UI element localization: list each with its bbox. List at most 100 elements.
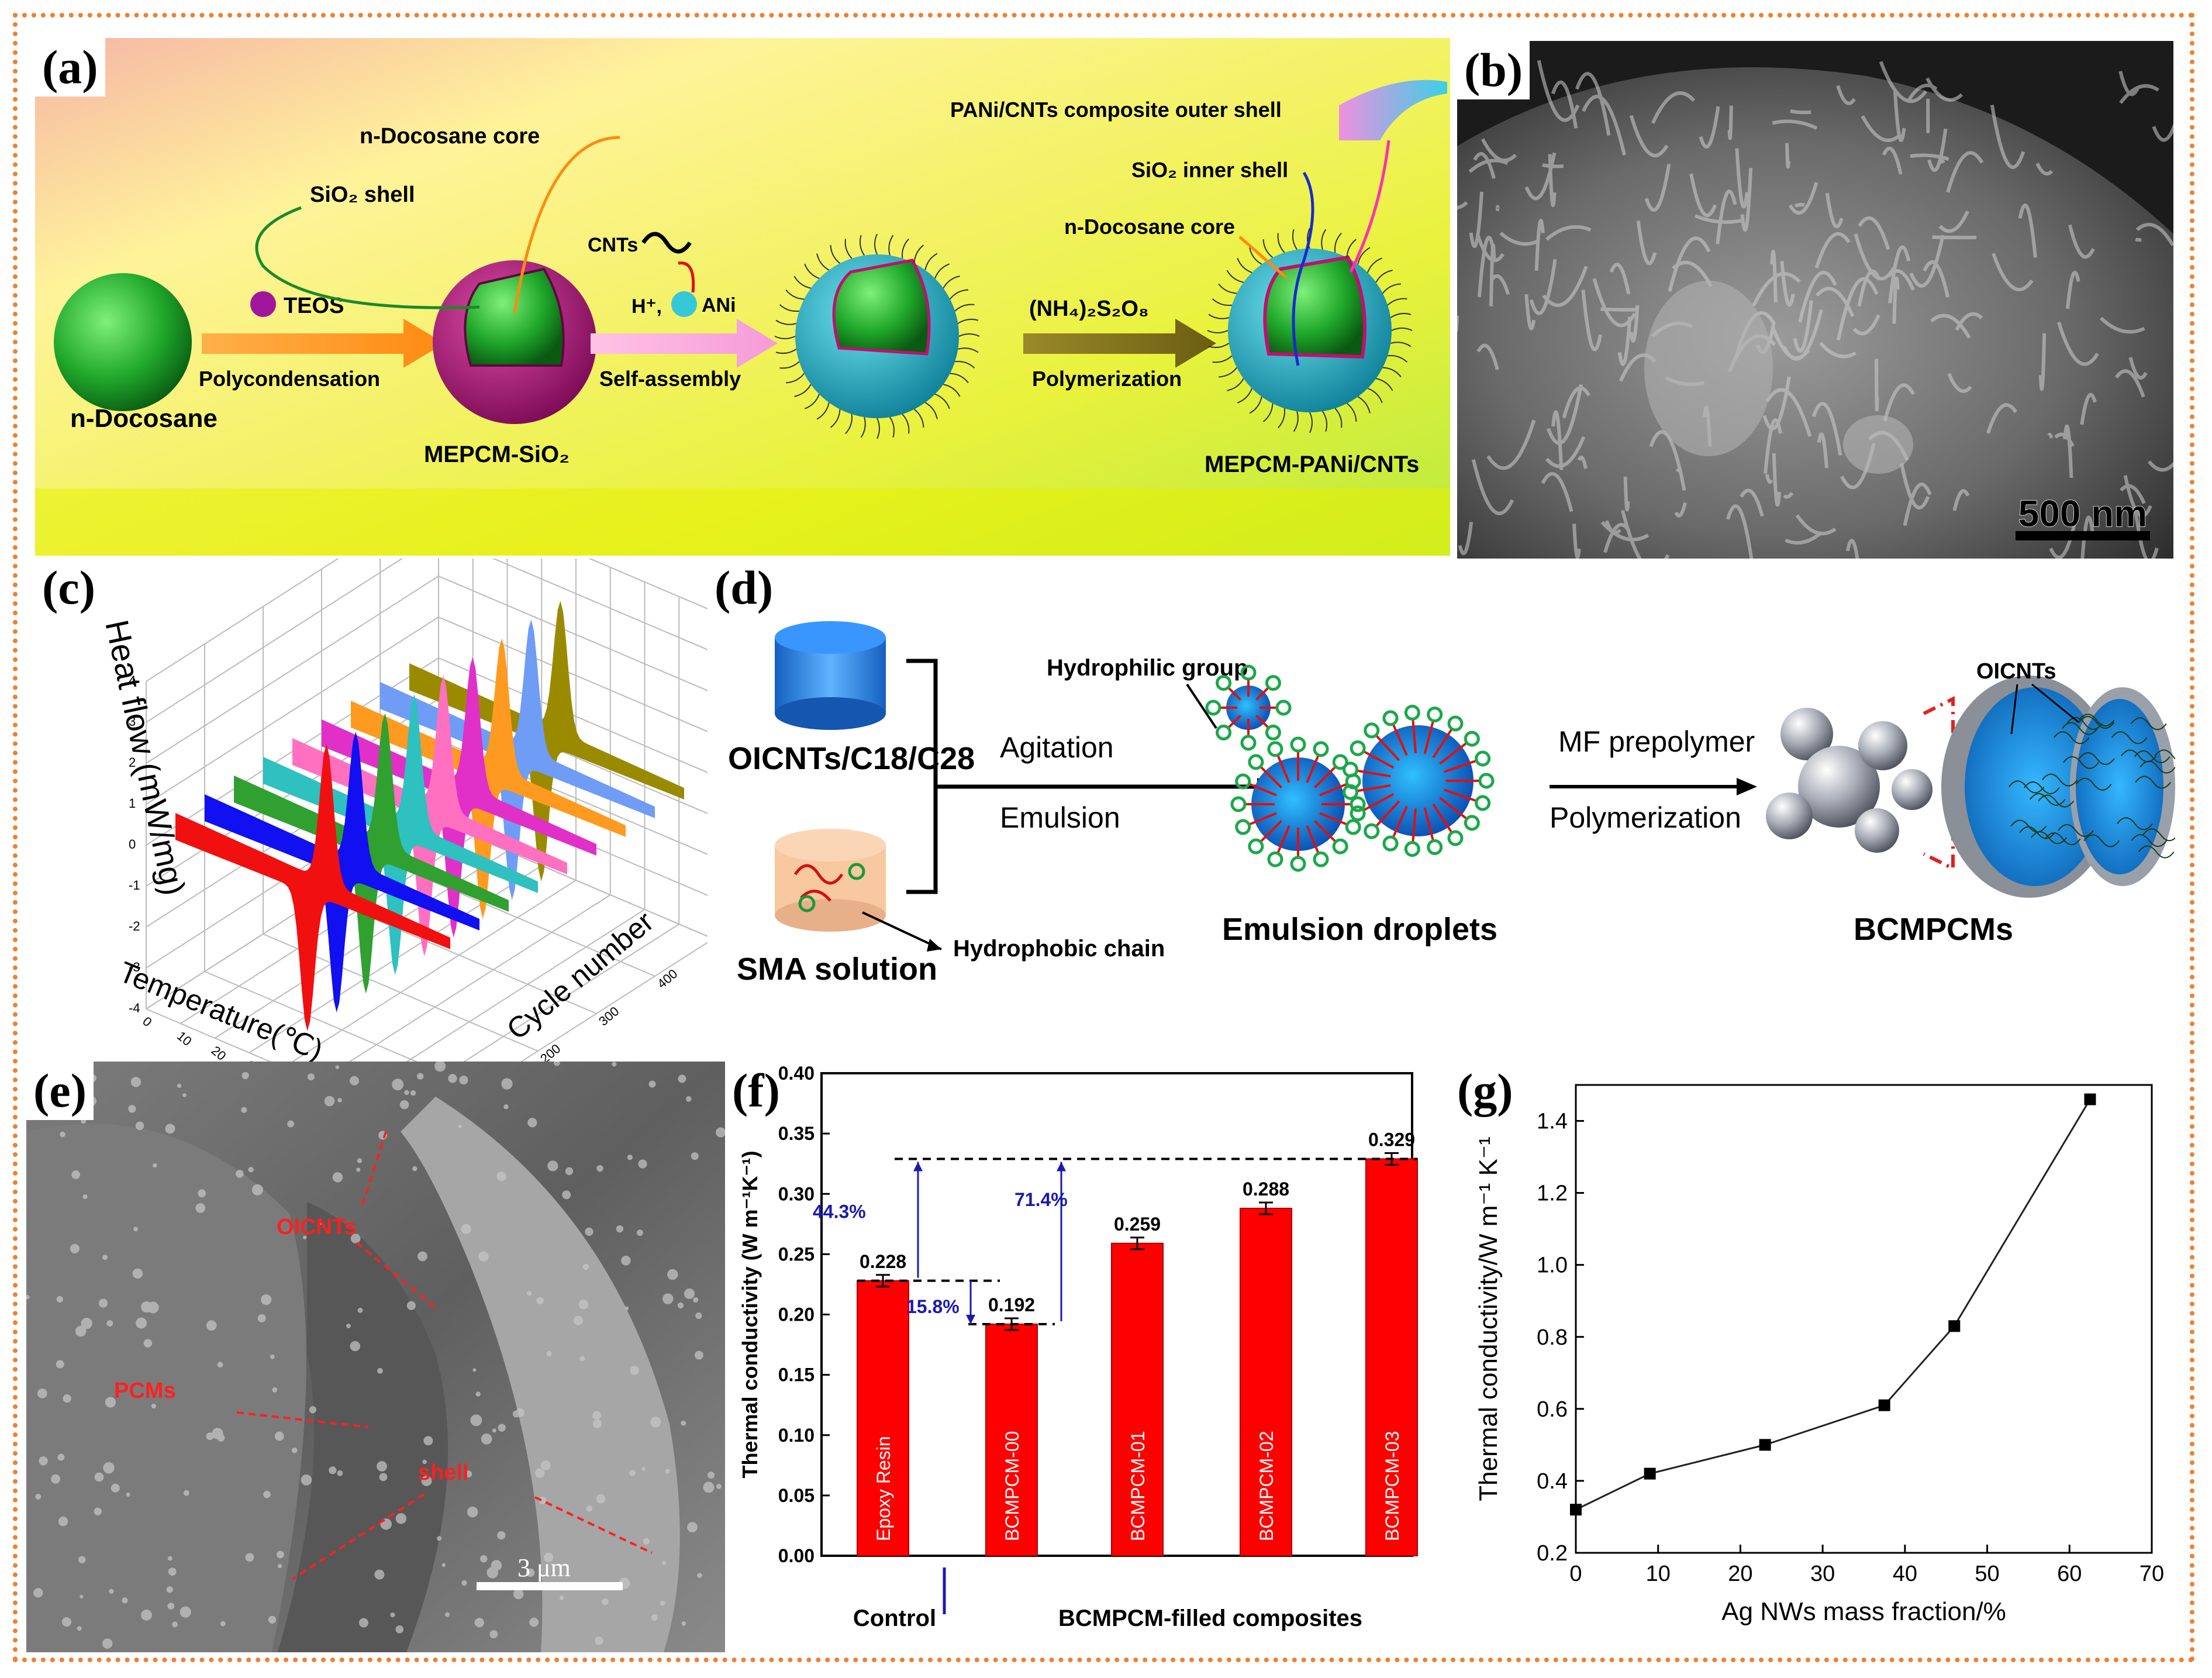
- c-ztick: 300: [596, 1004, 622, 1029]
- svg-text:n-Docosane core: n-Docosane core: [1064, 215, 1235, 239]
- panel-b-label: (b): [1457, 41, 1530, 99]
- g-ylabel: Thermal conductivity/W m⁻¹ K⁻¹: [1474, 1136, 1503, 1501]
- svg-text:OICNTs/C18/C28: OICNTs/C18/C28: [728, 741, 975, 776]
- panel-f-label: (f): [732, 1064, 780, 1117]
- f-bar: [1111, 1242, 1164, 1556]
- f-ytick: 0.40: [778, 1063, 815, 1084]
- f-category-label: Epoxy Resin: [873, 1436, 894, 1541]
- c-xtick: 0: [140, 1014, 154, 1029]
- docosane-label: n-Docosane: [70, 404, 218, 433]
- g-xtick: 50: [1975, 1562, 1999, 1586]
- g-ytick: 1.0: [1537, 1253, 1568, 1278]
- f-category-label: BCMPCM-02: [1256, 1431, 1277, 1541]
- f-ytick: 0.30: [778, 1183, 815, 1204]
- g-ytick: 0.4: [1537, 1469, 1568, 1494]
- f-bar: [1240, 1208, 1292, 1556]
- dsc-curve: [351, 638, 626, 919]
- f-ytick: 0.15: [778, 1365, 815, 1386]
- f-ytick: 0.10: [778, 1425, 815, 1446]
- panel-b-sem-image: 500 nm (b): [1457, 41, 2173, 559]
- svg-text:SiO₂ inner shell: SiO₂ inner shell: [1131, 158, 1288, 182]
- f-category-label: BCMPCM-01: [1127, 1431, 1148, 1541]
- svg-text:Polycondensation: Polycondensation: [199, 367, 380, 391]
- f-value-label: 0.288: [1243, 1179, 1289, 1200]
- panel-c-dsc-cycles: Heat flow (mW/mg) Temperature(℃) Cycle n…: [35, 559, 708, 1067]
- svg-text:MEPCM-PANi/CNTs: MEPCM-PANi/CNTs: [1205, 452, 1419, 477]
- f-bar: [1365, 1158, 1418, 1556]
- e-scale-label: 3 μm: [517, 1553, 571, 1582]
- f-group-control: Control: [853, 1605, 936, 1631]
- c-ztick: 400: [654, 966, 680, 991]
- panel-d-bcmpcm-scheme: OICNTs/C18/C28 SMA solution Hydrophobic …: [708, 559, 2175, 1003]
- c-xtick: 10: [174, 1028, 195, 1049]
- c-ytick: -1: [129, 878, 140, 893]
- self-assembly-arrow: [591, 319, 778, 368]
- outer-shell-strip: [1339, 80, 1447, 140]
- f-value-label: 0.259: [1114, 1214, 1161, 1235]
- c-ytick: 2: [129, 755, 136, 770]
- g-series-line: [1575, 1098, 2091, 1511]
- f-annotation: 71.4%: [1014, 1189, 1068, 1210]
- c-ytick: 3: [129, 714, 136, 729]
- g-ytick: 0.8: [1537, 1325, 1568, 1350]
- svg-text:n-Docosane core: n-Docosane core: [360, 124, 540, 149]
- cnt-decorated-sphere: [774, 233, 980, 439]
- dsc-curve: [380, 619, 655, 900]
- svg-text:MEPCM-SiO₂: MEPCM-SiO₂: [424, 442, 570, 467]
- panel-e-sem-image: 3 μm OICNTs PCMs shell (e): [26, 1062, 725, 1652]
- c-ytick: -4: [129, 1001, 140, 1015]
- panel-d-label: (d): [715, 561, 774, 614]
- g-ytick: 1.2: [1537, 1181, 1568, 1206]
- dsc-curve: [322, 657, 596, 938]
- svg-text:Hydrophobic chain: Hydrophobic chain: [953, 936, 1165, 962]
- dsc-curve: [234, 713, 509, 994]
- svg-text:BCMPCMs: BCMPCMs: [1854, 912, 2013, 947]
- c-ytick: 1: [129, 796, 136, 811]
- g-ytick: 0.2: [1537, 1541, 1568, 1566]
- svg-text:OICNTs: OICNTs: [1976, 659, 2056, 684]
- svg-text:Polymerization: Polymerization: [1550, 801, 1741, 834]
- polymerization-arrow: [1023, 319, 1216, 368]
- f-value-label: 0.228: [860, 1251, 906, 1272]
- g-data-point: [1570, 1504, 1582, 1516]
- f-bar: [985, 1324, 1038, 1556]
- polycondensation-arrow: [202, 319, 444, 368]
- panel-e-label: (e): [26, 1062, 94, 1120]
- dsc-curve: [263, 694, 538, 975]
- svg-text:Emulsion: Emulsion: [1000, 801, 1120, 834]
- svg-text:shell: shell: [418, 1460, 469, 1485]
- figure-border: [13, 13, 2194, 1662]
- panel-c-label: (c): [42, 561, 96, 614]
- svg-text:PANi/CNTs composite outer shel: PANi/CNTs composite outer shell: [950, 98, 1282, 122]
- dsc-curve: [205, 732, 479, 1012]
- c-ytick: 4: [129, 673, 136, 688]
- svg-text:CNTs: CNTs: [588, 234, 638, 256]
- g-data-point: [1948, 1320, 1961, 1332]
- g-xtick: 60: [2057, 1562, 2082, 1586]
- f-value-label: 0.329: [1368, 1129, 1415, 1150]
- f-ytick: 0.35: [778, 1123, 815, 1144]
- f-bar: [857, 1280, 909, 1556]
- svg-text:OICNTs: OICNTs: [277, 1215, 357, 1239]
- panel-g-label: (g): [1457, 1064, 1513, 1117]
- c-ytick: -3: [129, 960, 140, 974]
- f-category-label: BCMPCM-03: [1382, 1431, 1403, 1541]
- svg-text:ANi: ANi: [702, 294, 736, 316]
- scale-bar-label: 500 nm: [2018, 492, 2148, 535]
- f-ylabel: Thermal conductivity (W m⁻¹K⁻¹): [738, 1150, 762, 1478]
- f-group-bcmpcm: BCMPCM-filled composites: [1058, 1605, 1362, 1631]
- f-ytick: 0.05: [778, 1485, 815, 1506]
- dsc-curve: [175, 743, 450, 1031]
- f-category-label: BCMPCM-00: [1002, 1431, 1023, 1541]
- g-data-point: [2084, 1093, 2096, 1105]
- c-ylabel: Heat flow (mW/mg): [98, 616, 192, 898]
- g-xtick: 30: [1810, 1562, 1835, 1586]
- svg-text:(NH₄)₂S₂O₈: (NH₄)₂S₂O₈: [1029, 297, 1149, 321]
- g-xtick: 10: [1646, 1562, 1671, 1586]
- g-xtick: 20: [1728, 1562, 1752, 1586]
- f-ytick: 0.00: [778, 1545, 815, 1566]
- c-ytick: 0: [129, 837, 136, 852]
- svg-text:SMA solution: SMA solution: [737, 952, 937, 987]
